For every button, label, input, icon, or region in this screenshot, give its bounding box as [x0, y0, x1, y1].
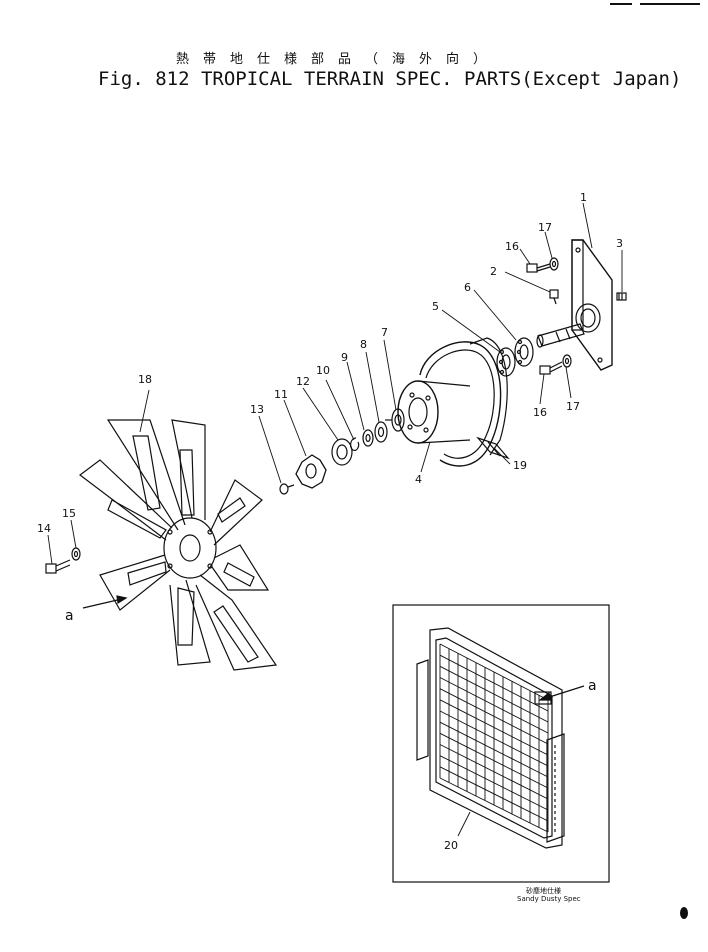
registration-dot [680, 907, 688, 919]
title-japanese: 熱帯地仕様部品（海外向） [176, 52, 501, 67]
callout-17-lower: 17 [566, 400, 580, 413]
callout-11: 11 [274, 388, 288, 401]
spacer [385, 408, 405, 432]
callout-19: 19 [513, 459, 527, 472]
callout-1: 1 [580, 191, 587, 204]
mesh-line [439, 755, 549, 811]
bearing-small [374, 421, 388, 443]
callout-10: 10 [316, 364, 330, 377]
callout-2: 2 [490, 265, 497, 278]
dust-screen [416, 627, 565, 849]
bearing-outer [514, 337, 534, 367]
callout-16-upper: 16 [505, 240, 519, 253]
spindle-shaft [536, 323, 585, 348]
bolt-lower [539, 361, 563, 375]
callout-15: 15 [62, 507, 76, 520]
reference-mark-fan: a [65, 608, 74, 624]
callout-7: 7 [381, 326, 388, 339]
mesh-line [439, 777, 549, 833]
bracket-plate [571, 239, 613, 371]
guard-strip [476, 436, 510, 460]
title-english: Fig. 812 TROPICAL TERRAIN SPEC. PARTS(Ex… [98, 68, 682, 90]
callout-4: 4 [415, 473, 422, 486]
seal-ring [362, 429, 374, 447]
flange-bolt [279, 483, 295, 495]
callout-9: 9 [341, 351, 348, 364]
grease-nipple [549, 289, 559, 305]
washer-lower [562, 354, 572, 368]
mesh-line [439, 766, 549, 822]
inset-frame [392, 604, 610, 883]
callout-6: 6 [464, 281, 471, 294]
callout-20: 20 [444, 839, 458, 852]
cooling-fan [79, 419, 278, 671]
fan-pulley [397, 337, 508, 467]
plug [616, 292, 627, 301]
callout-18: 18 [138, 373, 152, 386]
callout-14: 14 [37, 522, 51, 535]
inset-note-japanese: 砂塵地仕様 [526, 887, 561, 895]
washer-upper [549, 257, 559, 271]
leader-line-20 [457, 811, 471, 837]
callout-12: 12 [296, 375, 310, 388]
fan-flange [295, 454, 327, 489]
callout-13: 13 [250, 403, 264, 416]
reference-mark-inset: a [588, 678, 597, 694]
callout-8: 8 [360, 338, 367, 351]
callout-5: 5 [432, 300, 439, 313]
callout-17-upper: 17 [538, 221, 552, 234]
bolt-upper [526, 263, 551, 273]
callout-3: 3 [616, 237, 623, 250]
snap-ring [350, 437, 360, 451]
fan-bolt [45, 559, 71, 574]
gasket [331, 438, 353, 466]
inset-note-english: Sandy Dusty Spec [517, 895, 581, 903]
reference-arrowhead-fan [116, 595, 128, 604]
leader-lines [47, 202, 623, 565]
callout-labels: 1 2 3 4 5 6 7 8 9 10 11 12 13 14 15 16 1… [37, 191, 623, 852]
fan-washer [71, 547, 81, 561]
reference-arrowhead-inset [538, 691, 552, 701]
callout-16-lower: 16 [533, 406, 547, 419]
